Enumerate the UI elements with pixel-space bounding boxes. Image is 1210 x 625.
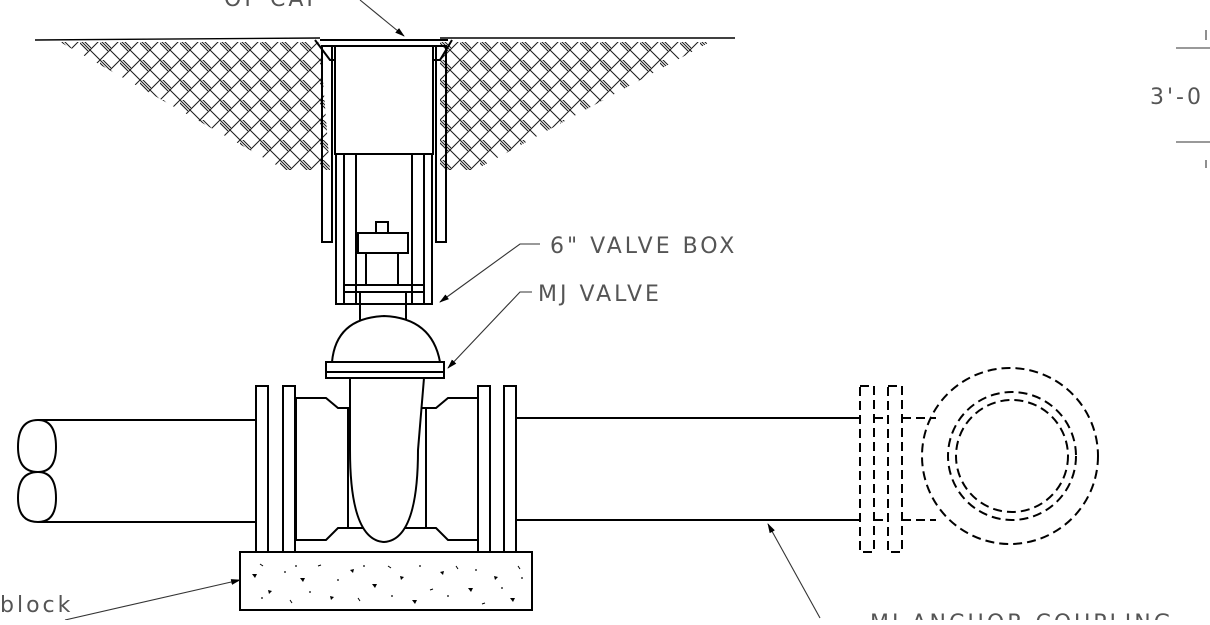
thrust-block (239, 551, 533, 611)
pipe-flanges (255, 385, 517, 553)
leader-lines (64, 0, 821, 621)
dimension-mark (1176, 30, 1210, 168)
anchor-coupling (859, 367, 1099, 553)
ground-line (34, 37, 735, 41)
mj-valve-label: MJ VALVE (538, 282, 662, 307)
anchor-coupling-label: MJ ANCHOR COUPLING (870, 611, 1174, 620)
water-pipe (16, 417, 860, 523)
thrust-block-label: block (0, 593, 73, 618)
valve-bonnet (325, 314, 445, 379)
valve-body (295, 377, 479, 544)
dimension-label: 3'-0 (1150, 85, 1204, 110)
operating-nut (344, 221, 424, 320)
top-cap-label: OF CAP (224, 0, 323, 12)
valve-box-label: 6" VALVE BOX (550, 234, 737, 259)
soil-hatch (60, 42, 710, 170)
